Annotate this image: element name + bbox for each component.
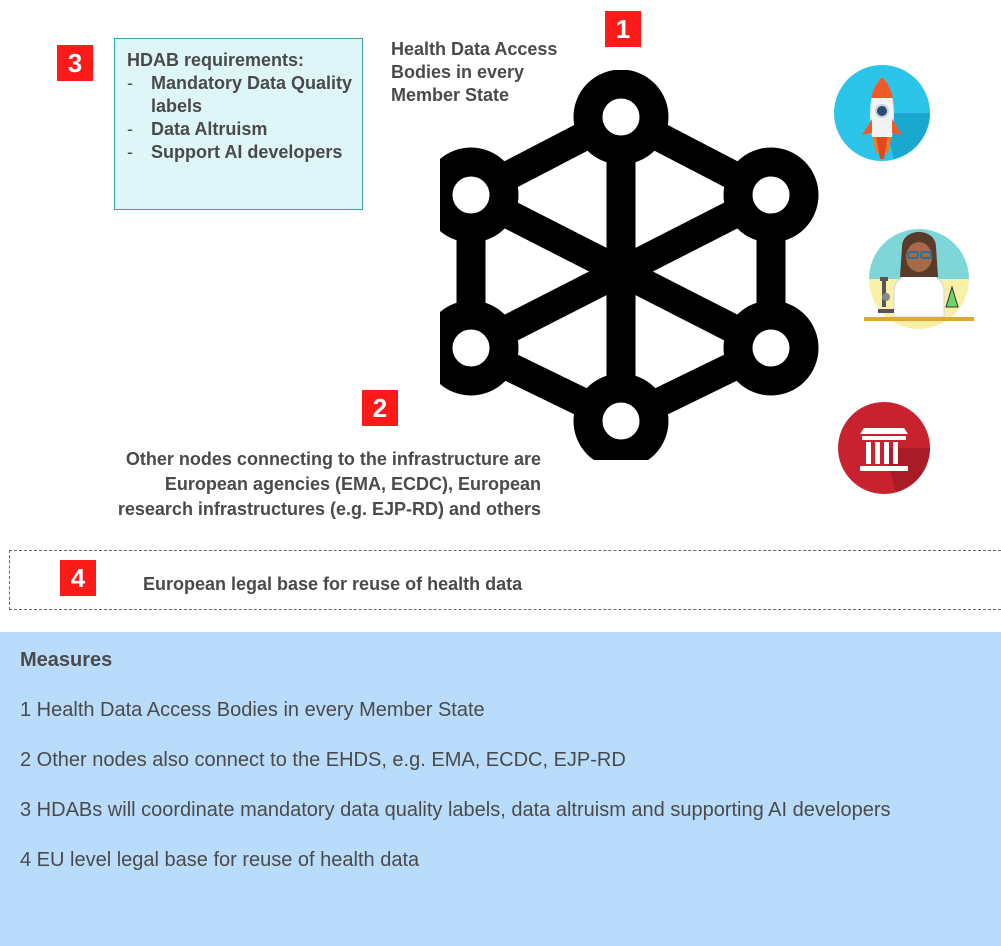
- network-spoke: [456, 180, 786, 363]
- measures-title: Measures: [20, 649, 113, 671]
- rocket-icon: [834, 65, 930, 161]
- legal-base-box: [9, 550, 1001, 610]
- hdab-requirements-list: Mandatory Data Quality labels Data Altru…: [127, 72, 354, 164]
- network-node: [573, 373, 669, 460]
- hdab-requirement-item: Support AI developers: [127, 141, 354, 164]
- other-nodes-line: research infrastructures (e.g. EJP-RD) a…: [117, 499, 541, 519]
- network-nodes: [440, 70, 819, 460]
- hdab-requirements-box: HDAB requirements: Mandatory Data Qualit…: [114, 38, 363, 210]
- measure-item: 4 EU level legal base for reuse of healt…: [20, 849, 420, 871]
- badge-4: 4: [60, 560, 96, 596]
- network-label-line: Member State: [391, 85, 510, 105]
- other-nodes-line: Other nodes connecting to the infrastruc…: [125, 449, 541, 469]
- network-node: [723, 147, 819, 243]
- institution-icon: [838, 402, 930, 494]
- network-icon: [440, 70, 819, 460]
- legal-base-text: European legal base for reuse of health …: [143, 574, 523, 594]
- other-nodes-line: European agencies (EMA, ECDC), European: [164, 474, 541, 494]
- hdab-requirement-item: Data Altruism: [127, 118, 354, 141]
- other-nodes-text: Other nodes connecting to the infrastruc…: [20, 447, 541, 522]
- badge-2: 2: [362, 390, 398, 426]
- measures-panel: Measures 1 Health Data Access Bodies in …: [0, 632, 1001, 946]
- measure-item: 2 Other nodes also connect to the EHDS, …: [20, 749, 626, 771]
- measure-item: 3 HDABs will coordinate mandatory data q…: [20, 799, 891, 821]
- network-node: [440, 147, 519, 243]
- network-node: [573, 70, 669, 165]
- badge-3: 3: [57, 45, 93, 81]
- network-node: [723, 300, 819, 396]
- network-node: [440, 300, 519, 396]
- hdab-requirement-item: Mandatory Data Quality labels: [127, 72, 354, 118]
- network-label-line: Health Data Access: [391, 39, 558, 59]
- badge-1: 1: [605, 11, 641, 47]
- scientist-icon: [864, 229, 974, 329]
- hdab-requirements-title: HDAB requirements:: [127, 50, 305, 70]
- network-label-line: Bodies in every: [391, 62, 525, 82]
- measure-item: 1 Health Data Access Bodies in every Mem…: [20, 699, 485, 721]
- network-label: Health Data Access Bodies in every Membe…: [391, 38, 591, 107]
